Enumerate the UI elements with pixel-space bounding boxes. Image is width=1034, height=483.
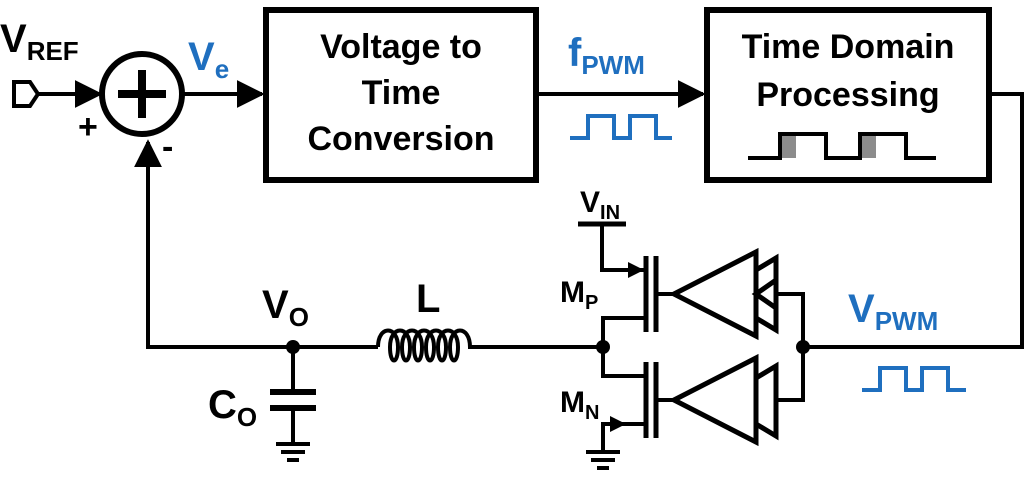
plus-in-circle-icon: [99, 51, 185, 137]
capacitor-icon: [270, 389, 316, 411]
ground-icon: [276, 442, 310, 462]
driver-input-node: [796, 340, 810, 354]
v2t-line-1: Voltage to: [320, 28, 482, 66]
inductor-icon: [376, 328, 480, 363]
plus-sign-label: +: [78, 108, 98, 146]
driver-buffer-icon: [668, 347, 805, 447]
mn-label: MN: [560, 386, 599, 424]
tdp-line-2: Processing: [756, 76, 939, 114]
input-port-icon: [12, 80, 41, 108]
pmos-transistor-icon: [600, 224, 674, 347]
v2t-line-3: Conversion: [307, 120, 494, 158]
vref-label: VREF: [0, 17, 79, 66]
co-label: CO: [208, 383, 257, 432]
tdp-block: [704, 7, 992, 183]
vin-label: VIN: [580, 186, 620, 224]
processed-pulse-icon: [748, 132, 936, 160]
vpwm-label: VPWM: [848, 287, 938, 336]
pwm-pulse-icon: [862, 366, 966, 392]
nmos-transistor-icon: [601, 347, 674, 452]
wire-feedback: [134, 139, 293, 349]
ground-icon: [586, 450, 620, 470]
driver-buffer-icon: [668, 247, 805, 347]
minus-sign-label: -: [162, 128, 173, 166]
inductor-label: L: [416, 277, 440, 321]
wire-tdp-to-driver: [803, 92, 1024, 349]
fpwm-label: fPWM: [568, 31, 645, 80]
mp-label: MP: [560, 276, 598, 314]
v2t-block: [263, 7, 539, 183]
ve-label: Ve: [188, 35, 229, 84]
vo-label: VO: [262, 283, 309, 332]
pwm-pulse-icon: [570, 114, 672, 140]
v2t-line-2: Time: [362, 74, 441, 112]
tdp-line-1: Time Domain: [742, 28, 955, 66]
